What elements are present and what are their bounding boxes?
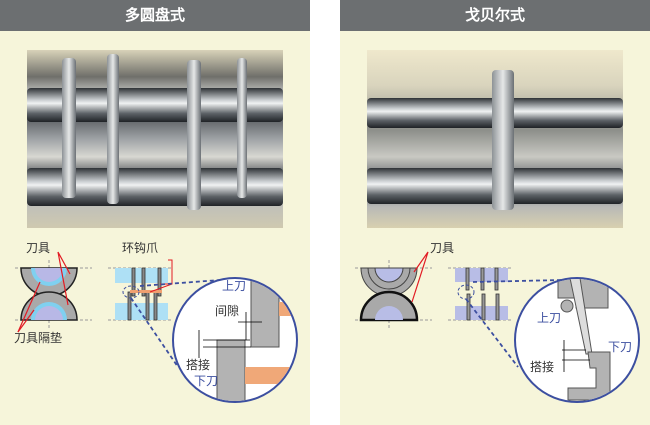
panel-title: 戈贝尔式 <box>340 0 650 31</box>
multi-disc-diagram: 刀具 刀具隔垫 环钩爪 上刀 间隙 搭接 下刀 <box>14 241 298 403</box>
panel-title: 多圆盘式 <box>0 0 310 31</box>
multi-disc-panel: 多圆盘式 刀具 刀具隔垫 环钩爪 上刀 间隙 <box>0 0 310 425</box>
gobel-diagram: 刀具 上刀 下刀 搭接 <box>355 241 640 403</box>
label-gap: 间隙 <box>215 304 239 318</box>
label-lower-blade: 下刀 <box>194 374 218 388</box>
gobel-panel: 戈贝尔式 刀具 上刀 下刀 搭接 <box>340 0 650 425</box>
label-overlap: 搭接 <box>186 357 210 372</box>
label-upper-blade: 上刀 <box>222 279 246 293</box>
label-overlap: 搭接 <box>530 359 554 374</box>
label-upper-blade: 上刀 <box>537 311 561 325</box>
label-spacer: 刀具隔垫 <box>14 330 62 345</box>
label-blade: 刀具 <box>430 241 454 255</box>
label-lower-blade: 下刀 <box>608 340 632 354</box>
label-hook: 环钩爪 <box>122 241 158 255</box>
gobel-photo <box>367 50 623 228</box>
label-blade: 刀具 <box>26 241 50 255</box>
multi-disc-photo <box>27 50 283 228</box>
